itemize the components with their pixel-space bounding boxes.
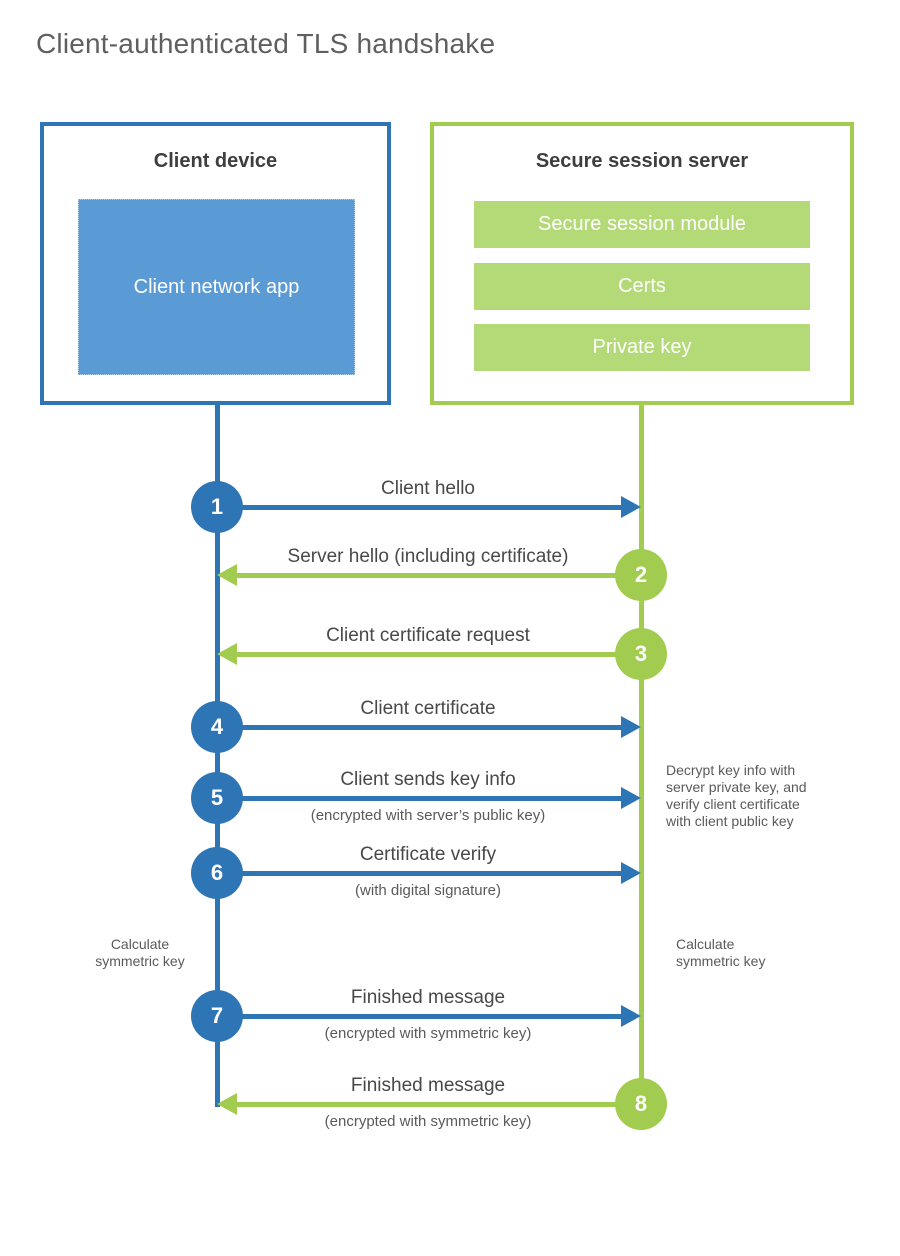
arrow-6-line	[217, 871, 621, 876]
message-label-4: Client certificate	[360, 698, 496, 719]
arrow-5-head-icon	[621, 787, 641, 809]
arrow-3-head-icon	[217, 643, 237, 665]
client-lifeline	[215, 403, 220, 1107]
step-circle-7: 7	[191, 990, 243, 1042]
step-circle-1: 1	[191, 481, 243, 533]
message-label-5: Client sends key info	[340, 769, 516, 790]
arrow-2-head-icon	[217, 564, 237, 586]
secure-session-server-title: Secure session server	[535, 150, 749, 172]
server-lifeline	[639, 403, 644, 1130]
arrow-1-head-icon	[621, 496, 641, 518]
client-network-app-label: Client network app	[133, 276, 300, 298]
message-sublabel-7: (encrypted with symmetric key)	[324, 1025, 532, 1042]
decrypt-note: Decrypt key info with server private key…	[666, 762, 807, 829]
step-circle-2: 2	[615, 549, 667, 601]
message-label-1: Client hello	[381, 478, 475, 499]
message-label-2: Server hello (including certificate)	[287, 546, 569, 567]
step-circle-4: 4	[191, 701, 243, 753]
message-label-3: Client certificate request	[326, 625, 530, 646]
arrow-8-head-icon	[217, 1093, 237, 1115]
arrow-2-line	[236, 573, 641, 578]
message-sublabel-5: (encrypted with server’s public key)	[310, 807, 546, 824]
arrow-7-head-icon	[621, 1005, 641, 1027]
arrow-5-line	[217, 796, 621, 801]
message-label-6: Certificate verify	[359, 844, 497, 865]
step-circle-6: 6	[191, 847, 243, 899]
client-network-app-box: Client network app	[78, 199, 355, 375]
arrow-6-head-icon	[621, 862, 641, 884]
message-label-8: Finished message	[350, 1075, 506, 1096]
server-module-bar: Secure session module	[474, 201, 810, 248]
arrow-7-line	[217, 1014, 621, 1019]
server-private-key-bar: Private key	[474, 324, 810, 371]
step-circle-8: 8	[615, 1078, 667, 1130]
arrow-4-line	[217, 725, 621, 730]
page-title: Client-authenticated TLS handshake	[36, 28, 496, 59]
server-certs-bar: Certs	[474, 263, 810, 310]
step-circle-5: 5	[191, 772, 243, 824]
arrow-4-head-icon	[621, 716, 641, 738]
message-sublabel-8: (encrypted with symmetric key)	[324, 1113, 532, 1130]
message-label-7: Finished message	[350, 987, 506, 1008]
arrow-8-line	[236, 1102, 641, 1107]
calculate-symmetric-key-note-server: Calculate symmetric key	[676, 936, 766, 969]
message-sublabel-6: (with digital signature)	[355, 882, 501, 899]
client-device-title: Client device	[153, 150, 278, 172]
arrow-3-line	[236, 652, 641, 657]
step-circle-3: 3	[615, 628, 667, 680]
arrow-1-line	[217, 505, 621, 510]
calculate-symmetric-key-note-client: Calculate symmetric key	[95, 936, 185, 969]
